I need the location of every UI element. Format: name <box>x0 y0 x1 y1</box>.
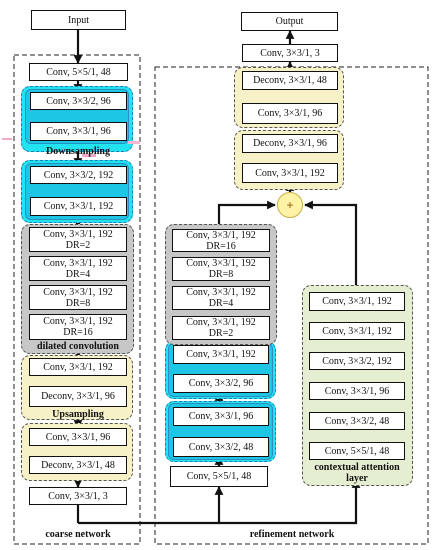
coarse-conv-3x3-2-192: Conv, 3×3/2, 192 <box>30 166 127 184</box>
dilation-rate: DR=8 <box>65 297 91 309</box>
dilated-conv-spec: Conv, 3×3/1, 192 <box>43 228 113 240</box>
coarse-network-frame <box>13 54 141 545</box>
contextual-attention-label: contextual attention <box>314 462 400 473</box>
dilation-rate: DR=8 <box>208 269 234 280</box>
coarse-conv-3x3-1-192: Conv, 3×3/1, 192 <box>30 197 127 216</box>
refine-conv-5x5: Conv, 5×5/1, 48 <box>170 466 268 487</box>
refine-conv-192-up: Conv, 3×3/1, 192 <box>242 163 338 183</box>
refine-deconv-96: Deconv, 3×3/1, 96 <box>242 134 338 153</box>
pink-mark <box>2 138 12 140</box>
dilated-conv-spec: Conv, 3×3/1, 192 <box>43 257 113 269</box>
dilated-conv-spec: Conv, 3×3/1, 192 <box>186 317 256 328</box>
attention-conv-3x3-1-192-a: Conv, 3×3/1, 192 <box>309 292 405 311</box>
coarse-conv-5x5: Conv, 5×5/1, 48 <box>29 63 128 81</box>
coarse-conv-3x3-1-96: Conv, 3×3/1, 96 <box>30 122 127 141</box>
dilation-rate: DR=2 <box>65 239 91 251</box>
attention-conv-3x3-1-192-b: Conv, 3×3/1, 192 <box>309 322 405 340</box>
coarse-deconv-48: Deconv, 3×3/1, 48 <box>29 456 127 474</box>
coarse-network-label: coarse network <box>45 529 111 540</box>
refine-deconv-48: Deconv, 3×3/1, 48 <box>242 71 338 90</box>
refine-conv-3x3-1-192: Conv, 3×3/1, 192 <box>173 345 269 364</box>
downsampling-label: Downsampling <box>46 146 110 157</box>
adder-node: + <box>277 192 303 218</box>
upsampling-label: Upsampling <box>52 409 104 420</box>
output-node: Output <box>241 12 338 31</box>
dilated-conv-spec: Conv, 3×3/1, 192 <box>186 229 256 241</box>
coarse-to-refine-arrow <box>76 479 361 525</box>
refine-conv-out: Conv, 3×3/1, 3 <box>242 44 338 62</box>
dilated-conv-spec: Conv, 3×3/1, 192 <box>186 258 256 269</box>
dilation-rate: DR=4 <box>208 298 234 309</box>
pink-mark <box>128 141 140 144</box>
coarse-conv-192-up: Conv, 3×3/1, 192 <box>29 358 127 376</box>
refine-conv-3x3-2-48: Conv, 3×3/2, 48 <box>173 437 269 457</box>
refine-conv-3x3-1-96: Conv, 3×3/1, 96 <box>173 407 269 426</box>
dilation-rate: DR=4 <box>65 268 91 280</box>
attention-conv-5x5-1-48: Conv, 5×5/1, 48 <box>309 442 405 460</box>
dilation-rate: DR=16 <box>63 327 93 338</box>
refine-conv-3x3-2-96: Conv, 3×3/2, 96 <box>173 374 269 393</box>
contextual-attention-label-line2: layer <box>346 473 368 484</box>
coarse-deconv-96: Deconv, 3×3/1, 96 <box>29 386 127 407</box>
attention-conv-3x3-2-48: Conv, 3×3/2, 48 <box>309 412 405 430</box>
dilated-conv-spec: Conv, 3×3/1, 192 <box>186 287 256 298</box>
attention-conv-3x3-1-96: Conv, 3×3/1, 96 <box>309 382 405 400</box>
input-node: Input <box>31 10 126 30</box>
attention-conv-3x3-2-192: Conv, 3×3/2, 192 <box>309 352 405 370</box>
coarse-conv-96-up: Conv, 3×3/1, 96 <box>29 428 127 446</box>
refine-conv-96-up: Conv, 3×3/1, 96 <box>242 103 338 124</box>
dilated-conv-spec: Conv, 3×3/1, 192 <box>43 286 113 298</box>
coarse-conv-3x3-2-96: Conv, 3×3/2, 96 <box>30 92 127 110</box>
dilation-rate: DR=16 <box>206 240 236 252</box>
coarse-conv-out: Conv, 3×3/1, 3 <box>29 487 127 505</box>
refinement-network-label: refinement network <box>249 529 335 540</box>
dilated-conv-spec: Conv, 3×3/1, 192 <box>43 316 113 327</box>
dilated-convolution-label: dilated convolution <box>37 341 119 352</box>
pink-mark <box>82 154 96 157</box>
dilation-rate: DR=2 <box>208 328 234 339</box>
attention-to-adder-arrow <box>304 200 358 288</box>
